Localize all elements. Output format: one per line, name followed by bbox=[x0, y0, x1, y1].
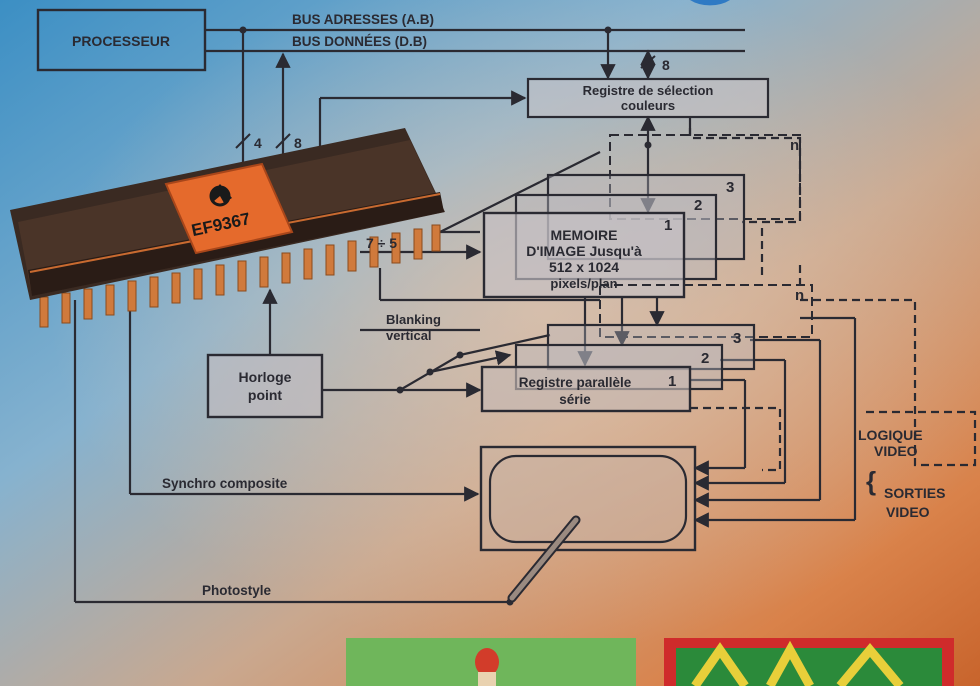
color-register-line2: couleurs bbox=[621, 98, 675, 113]
sync-label: Synchro composite bbox=[162, 476, 288, 491]
clock-line2: point bbox=[248, 387, 283, 403]
memory-plane-label-3: 3 bbox=[726, 179, 734, 196]
blanking-line2: vertical bbox=[386, 328, 432, 343]
processor-label: PROCESSEUR bbox=[72, 33, 170, 49]
outputs-brace: { bbox=[866, 466, 876, 496]
color-register-block: Registre de sélection couleurs bbox=[528, 79, 768, 117]
bottom-photo-left bbox=[346, 638, 636, 686]
clock-line1: Horloge bbox=[239, 369, 292, 385]
video-outputs-line2: VIDEO bbox=[886, 504, 930, 520]
data-bus-label: BUS DONNÉES (D.B) bbox=[292, 34, 427, 49]
register-plane-label-n: n bbox=[795, 287, 804, 304]
address-bus-label: BUS ADRESSES (A.B) bbox=[292, 12, 434, 27]
bus-width-8-label: 8 bbox=[662, 57, 670, 73]
video-outputs-line1: SORTIES bbox=[884, 485, 945, 501]
chip-width-7-5-label: 7 ÷ 5 bbox=[366, 235, 397, 251]
register-line1: Registre parallèle bbox=[519, 375, 632, 390]
video-logic-line1: LOGIQUE bbox=[858, 427, 923, 443]
chip-width-4-label: 4 bbox=[254, 135, 262, 151]
lightpen-label: Photostyle bbox=[202, 583, 272, 598]
register-plane-label-2: 2 bbox=[701, 350, 709, 367]
blanking-line1: Blanking bbox=[386, 312, 441, 327]
memory-plane-label-n: n bbox=[790, 137, 799, 154]
video-logic-line2: VIDEO bbox=[874, 443, 918, 459]
memory-line1: MEMOIRE bbox=[551, 227, 618, 243]
register-plane-label-1: 1 bbox=[668, 373, 676, 390]
register-plane-label-3: 3 bbox=[733, 330, 741, 347]
bottom-photo-right bbox=[664, 638, 954, 686]
monitor bbox=[481, 447, 695, 550]
memory-plane-label-2: 2 bbox=[694, 197, 702, 214]
clock-block: Horloge point bbox=[208, 355, 322, 417]
color-register-line1: Registre de sélection bbox=[583, 83, 714, 98]
memory-line2: D'IMAGE Jusqu'à bbox=[526, 243, 642, 259]
memory-plane-label-1: 1 bbox=[664, 217, 672, 234]
register-line2: série bbox=[559, 392, 591, 407]
monitor-screen bbox=[490, 456, 686, 542]
chip-width-8-label: 8 bbox=[294, 135, 302, 151]
memory-line4: pixels/plan bbox=[550, 276, 617, 291]
memory-line3: 512 x 1024 bbox=[549, 259, 619, 275]
